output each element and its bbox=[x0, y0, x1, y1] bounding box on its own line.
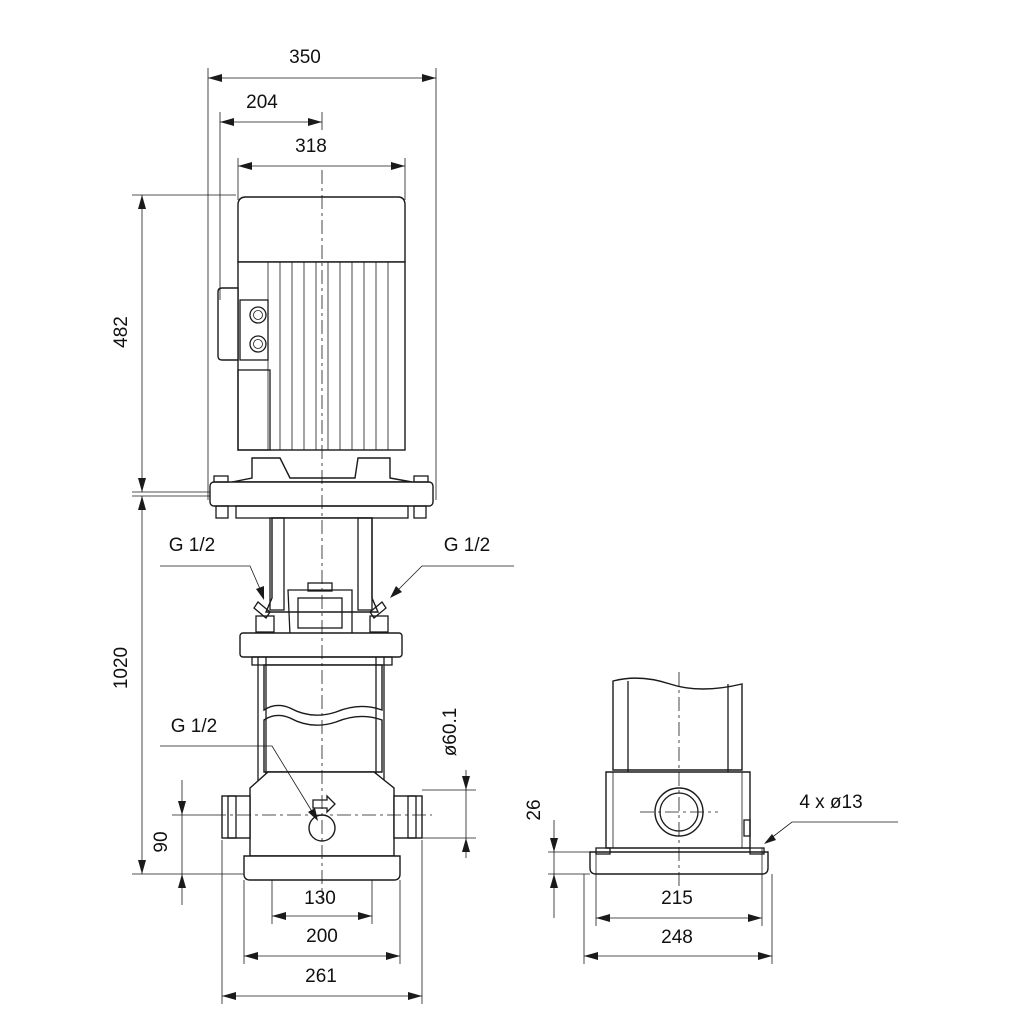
dim-base-holes-spacing: 215 bbox=[661, 888, 693, 909]
dim-total-pump-height: 1020 bbox=[111, 647, 132, 689]
pump-head bbox=[239, 632, 403, 666]
dim-base-width-front: 261 bbox=[305, 966, 337, 987]
callout-vent-left: G 1/2 bbox=[169, 535, 215, 556]
callout-vent-right: G 1/2 bbox=[444, 535, 490, 556]
callout-labels: G 1/2 G 1/2 G 1/2 bbox=[169, 535, 490, 737]
motor-flange bbox=[209, 457, 434, 519]
dim-pipe-diameter: ø60.1 bbox=[440, 708, 461, 757]
vent-screw-right-icon bbox=[369, 601, 389, 633]
dim-motor-fan-width: 318 bbox=[295, 136, 327, 157]
coupling-guard bbox=[253, 517, 389, 636]
callout-drain: G 1/2 bbox=[171, 716, 217, 737]
dim-base-inner-width: 130 bbox=[304, 888, 336, 909]
dim-motor-width: 350 bbox=[289, 47, 321, 68]
front-view bbox=[209, 170, 434, 900]
dimension-labels: 350 204 318 482 1020 90 130 200 261 ø60.… bbox=[111, 47, 863, 987]
dim-motor-height: 482 bbox=[111, 316, 132, 348]
flow-arrow-icon bbox=[312, 794, 336, 814]
side-view bbox=[589, 672, 769, 890]
dimension-lines bbox=[132, 68, 898, 1004]
dim-inlet-height: 90 bbox=[151, 831, 172, 852]
vent-screw-left-icon bbox=[253, 601, 275, 633]
dim-base-width-side: 248 bbox=[661, 927, 693, 948]
motor-fan-cover bbox=[237, 196, 406, 263]
cable-gland-icon bbox=[249, 306, 267, 324]
dim-mounting-holes: 4 x ø13 bbox=[799, 792, 862, 813]
motor-body bbox=[217, 261, 406, 451]
dim-port-to-port: 200 bbox=[306, 926, 338, 947]
dim-base-thickness: 26 bbox=[524, 799, 545, 820]
cable-gland-icon bbox=[249, 335, 267, 353]
dim-motor-offset: 204 bbox=[246, 92, 278, 113]
